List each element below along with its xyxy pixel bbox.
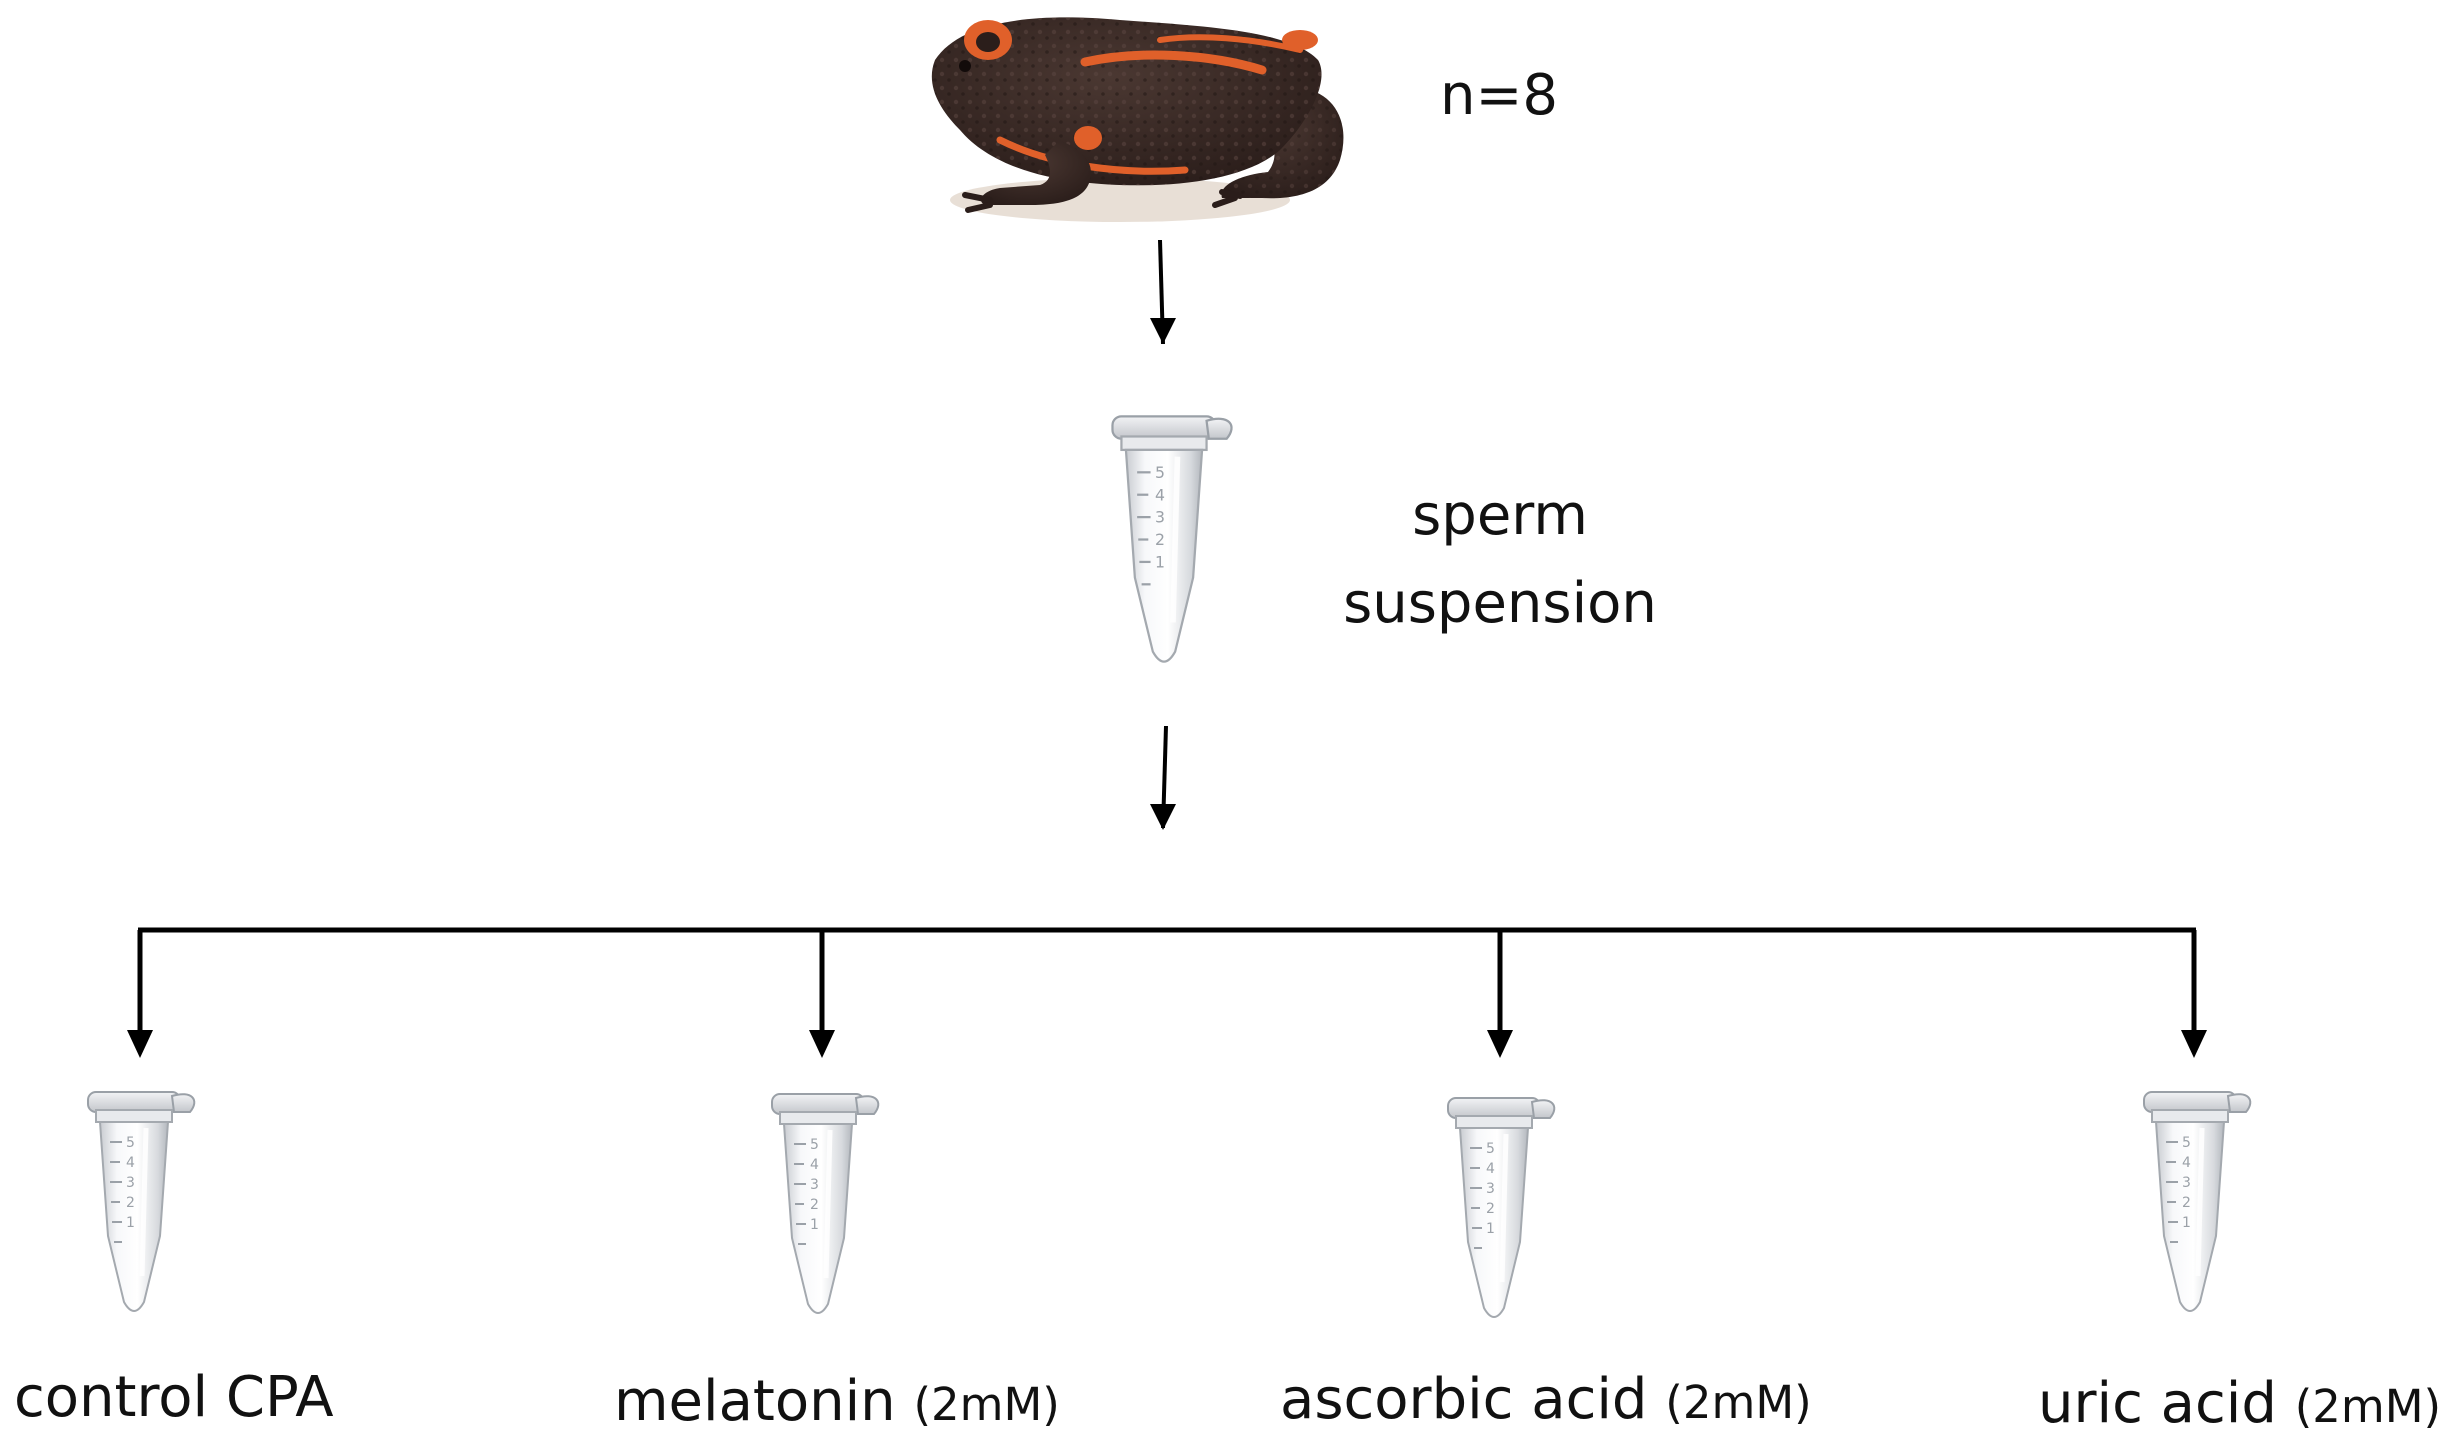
treatment-concentration: (2mM) bbox=[913, 1378, 1060, 1431]
treatment-concentration: (2mM) bbox=[2294, 1380, 2441, 1433]
sperm-suspension-label-line1: sperm bbox=[1412, 483, 1588, 548]
sample-size-label: n=8 bbox=[1440, 63, 1559, 128]
treatment-label-control: control CPA bbox=[14, 1368, 334, 1428]
sperm-suspension-label-line2: suspension bbox=[1343, 571, 1657, 636]
treatment-name: uric acid bbox=[2038, 1371, 2277, 1436]
melatonin-tube-icon bbox=[772, 1094, 878, 1313]
ascorbic-acid-tube-icon bbox=[1448, 1098, 1554, 1317]
arrow-toad-to-suspension bbox=[1150, 239, 1176, 345]
arrow-to-control bbox=[127, 930, 153, 1058]
toad-icon bbox=[931, 17, 1344, 222]
uric-acid-tube-icon bbox=[2144, 1092, 2250, 1311]
treatment-label-ascorbic-acid: ascorbic acid (2mM) bbox=[1280, 1370, 1812, 1433]
arrow-to-uric-acid bbox=[2181, 930, 2207, 1058]
sperm-suspension-label: sperm suspension bbox=[1300, 472, 1700, 648]
treatment-label-uric-acid: uric acid (2mM) bbox=[2038, 1374, 2441, 1437]
treatment-label-melatonin: melatonin (2mM) bbox=[614, 1372, 1060, 1435]
suspension-tube-icon bbox=[1112, 416, 1231, 661]
treatment-name: control CPA bbox=[14, 1365, 334, 1430]
treatment-concentration: (2mM) bbox=[1665, 1376, 1812, 1429]
arrow-to-ascorbic-acid bbox=[1487, 930, 1513, 1058]
treatment-name: ascorbic acid bbox=[1280, 1367, 1648, 1432]
treatment-name: melatonin bbox=[614, 1369, 896, 1434]
arrow-to-melatonin bbox=[809, 930, 835, 1058]
control-tube-icon bbox=[88, 1092, 194, 1311]
arrow-suspension-to-split bbox=[1150, 725, 1176, 830]
